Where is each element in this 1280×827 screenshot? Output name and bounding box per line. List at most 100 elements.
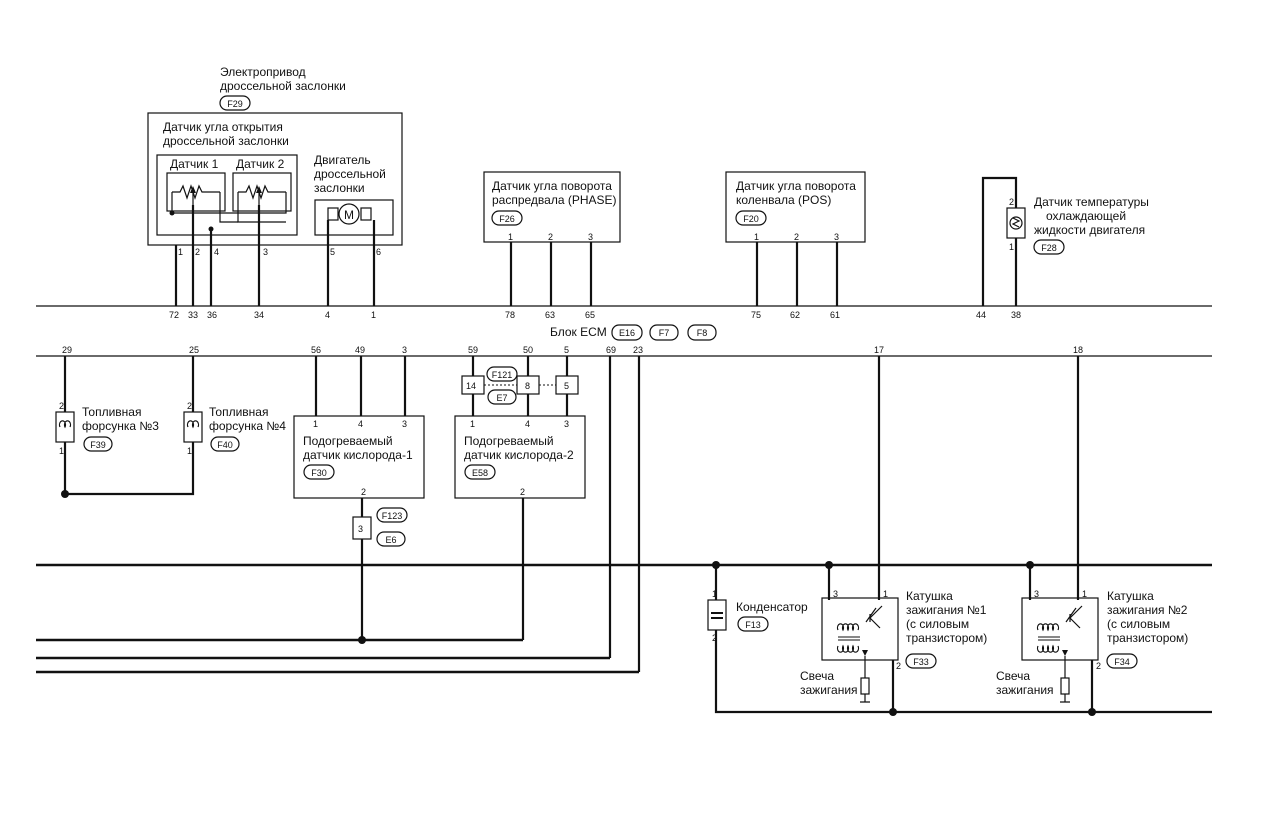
connector-badge-f33 [905,653,937,669]
spark-plug-1: Свеча зажигания [800,656,870,703]
spark-plug-1-icon [860,677,870,695]
injector4-terminal-2: 2 [187,401,192,411]
connector-f30: F30 [311,468,327,478]
ecm-pin-25: 25 [189,345,199,355]
connector-badge-e7 [487,389,517,405]
coolant-sensor-label-1: Датчик температуры [1034,195,1149,209]
injector4-coil-icon [186,420,200,429]
ecm-top-pins: 72 33 36 34 4 1 78 63 65 75 62 61 44 38 [169,310,1021,320]
inline-f123-terminal: 3 [358,524,363,534]
ecm-pin-1: 1 [371,310,376,320]
o2-sensor-1: 1 4 3 Подогреваемый датчик кислорода-1 F… [293,415,425,499]
injector3-label-1: Топливная [82,405,141,419]
coil2-label-2: зажигания №2 [1107,603,1188,617]
ecm-pin-18: 18 [1073,345,1083,355]
connector-badge-f13 [737,616,769,632]
sensor1-box [166,172,226,212]
ground-junction-1 [358,636,366,644]
coil1-label-2: зажигания №1 [906,603,987,617]
connector-badge-f40 [210,436,240,452]
connector-f40: F40 [217,440,233,450]
ecm-pin-29: 29 [62,345,72,355]
coil2-diode-icon [1062,650,1068,656]
coil1-terminal-1: 1 [883,589,888,599]
sensor1-arrow-icon [190,186,196,193]
spark-plug-1-label-2: зажигания [800,683,858,697]
motor-brush-right [360,207,372,221]
ecm-pin-34: 34 [254,310,264,320]
motor-brush-left [327,207,339,221]
ecm-pin-78: 78 [505,310,515,320]
crank-sensor: Датчик угла поворота коленвала (POS) F20… [725,171,866,243]
injector3-terminal-1: 1 [59,446,64,456]
coolant-terminal-2: 2 [1009,197,1014,207]
connector-badge-f7 [649,324,679,341]
o2s2-terminal-3: 3 [564,419,569,429]
connector-f13: F13 [745,620,761,630]
throttle-actuator: Электропривод дроссельной заслонки F29 Д… [147,65,403,257]
coil2-label-group: Катушка зажигания №2 (с силовым транзист… [1106,589,1188,669]
connector-f7: F7 [659,328,670,338]
connector-badge-f121 [486,366,518,382]
ecm-pin-3: 3 [402,345,407,355]
coil2-terminal-2: 2 [1096,661,1101,671]
injector3-terminal-2: 2 [59,401,64,411]
coil2-transistor-icon [1065,605,1083,629]
connector-badge-f29 [219,95,251,111]
o2s1-terminal-1: 1 [313,419,318,429]
condenser-terminal-1: 1 [712,589,717,599]
throttle-terminal-6: 6 [376,247,381,257]
throttle-actuator-box [147,112,403,246]
throttle-internal-wire-3 [237,192,286,223]
connector-f121: F121 [492,370,513,380]
ecm-label-group: Блок ECM E16 F7 F8 [550,324,717,341]
coil2-label-1: Катушка [1107,589,1154,603]
motor-icon [338,203,360,225]
injector-junction [61,490,69,498]
spark-plug-2-icon [1060,677,1070,695]
coil2-secondary-icon [1036,644,1060,653]
ecm-pin-69: 69 [606,345,616,355]
ecm-pin-33: 33 [188,310,198,320]
coil1-terminal-2: 2 [896,661,901,671]
crank-terminal-1: 1 [754,232,759,242]
injector3-coil-icon [58,420,72,429]
connector-f29: F29 [227,99,243,109]
throttle-motor-box [314,199,394,236]
coolant-sensor-label-3: жидкости двигателя [1034,223,1145,237]
motor-symbol: M [344,208,354,222]
coolant-sensor-label-2: охлаждающей [1046,209,1126,223]
o2-sensor2-box [454,415,586,499]
connector-badge-e58 [464,464,496,480]
throttle-internal-wire-2 [219,192,238,223]
sensor2-resistor-icon [238,184,286,200]
ecm-pin-23: 23 [633,345,643,355]
connector-badge-f34 [1106,653,1138,669]
ecm-pin-17: 17 [874,345,884,355]
ecm-label: Блок ECM [550,325,607,339]
connector-f8: F8 [697,328,708,338]
throttle-junction-1 [169,210,175,216]
ecm-pin-4: 4 [325,310,330,320]
ecm-pin-50: 50 [523,345,533,355]
coil2-label-4: транзистором) [1107,631,1188,645]
injector-4: 2 1 Топливная форсунка №4 F40 [183,401,286,456]
o2-sensor2-label-1: Подогреваемый [464,434,554,448]
cam-terminal-3: 3 [588,232,593,242]
inline-f121-terminal-14: 14 [466,381,476,391]
ignition-coil-2: 3 1 2 [1021,589,1101,671]
ecm-pin-36: 36 [207,310,217,320]
ecm-pin-65: 65 [585,310,595,320]
spark-plug-2-label-1: Свеча [996,669,1030,683]
crank-sensor-label-2: коленвала (POS) [736,193,831,207]
throttle-sensor-label-2: дроссельной заслонки [163,134,289,148]
injector3-label-2: форсунка №3 [82,419,159,433]
connector-badge-f123 [376,507,408,523]
coil1-diode-icon [862,650,868,656]
connector-e16: E16 [619,328,635,338]
coil2-label-3: (с силовым [1107,617,1170,631]
o2s1-terminal-3: 3 [402,419,407,429]
sensor2-box [232,172,292,212]
condenser-label: Конденсатор [736,600,808,614]
